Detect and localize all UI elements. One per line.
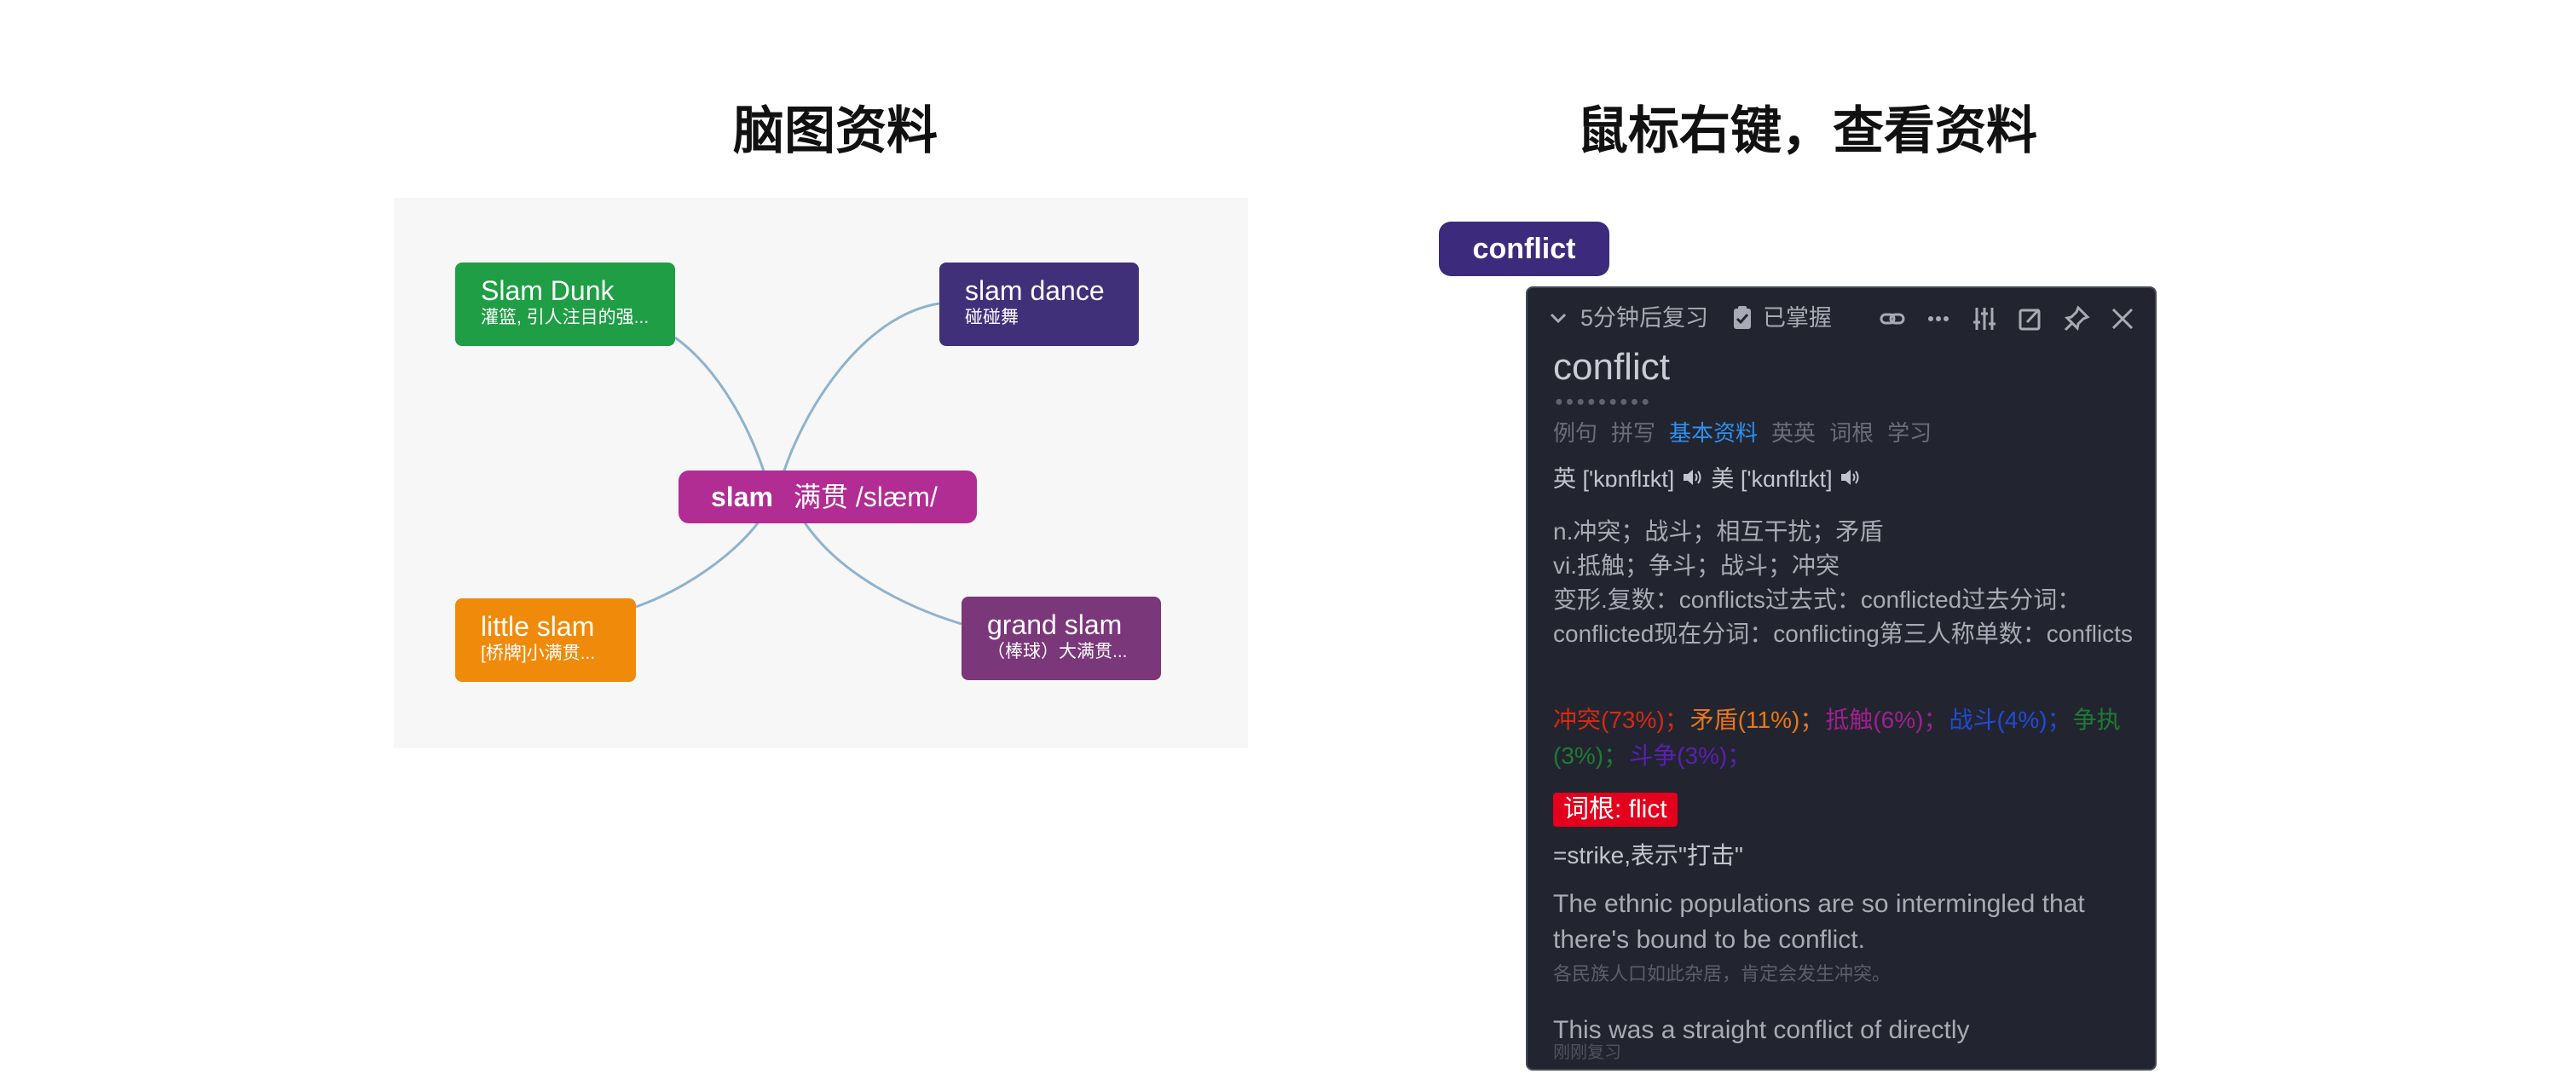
link-icon[interactable] xyxy=(1879,305,1906,332)
mastered-button[interactable]: 已掌握 xyxy=(1763,305,1832,331)
root-badge[interactable]: 词根: flict xyxy=(1553,793,1678,827)
mindmap-node-little-slam[interactable]: little slam [桥牌]小满贯... xyxy=(455,598,636,682)
node-subtitle: [桥牌]小满贯... xyxy=(481,644,596,663)
mastery-dots: ●●●●●●●●● xyxy=(1555,395,1652,409)
review-later-button[interactable]: 5分钟后复习 xyxy=(1580,305,1709,331)
tab-root[interactable]: 词根 xyxy=(1829,420,1874,446)
definitions: n.冲突；战斗；相互干扰；矛盾 vi.抵触；争斗；战斗；冲突 变形.复数：con… xyxy=(1553,515,2141,651)
freq-item: 冲突(73%)； xyxy=(1553,707,1689,733)
example-translation: 各民族人口如此杂居，肯定会发生冲突。 xyxy=(1553,963,1892,984)
phonetics-row: 英 ['kɒnflɪkt] 美 ['kɑnflɪkt] xyxy=(1553,464,1863,496)
node-title: grand slam xyxy=(987,609,1123,640)
speaker-icon[interactable] xyxy=(1839,465,1863,496)
tab-examples[interactable]: 例句 xyxy=(1553,420,1598,446)
node-subtitle: 灌篮, 引人注目的强... xyxy=(481,308,650,327)
node-title: slam dance xyxy=(965,275,1105,306)
phonetic-us: 美 ['kɑnflɪkt] xyxy=(1711,466,1833,492)
clipboard-check-icon xyxy=(1730,303,1754,339)
freq-item: 斗争(3%)； xyxy=(1629,742,1752,769)
pin-icon[interactable] xyxy=(2063,305,2090,332)
freq-item: 争执(3%)； xyxy=(1553,707,2121,769)
chevron-down-icon[interactable] xyxy=(1548,303,1568,339)
node-title: Slam Dunk xyxy=(481,275,615,306)
tab-study[interactable]: 学习 xyxy=(1887,420,1932,446)
example-sentence-2: This was a straight conflict of directly xyxy=(1553,1016,1970,1044)
tab-english-english[interactable]: 英英 xyxy=(1771,420,1816,446)
popup-toolbar: 5分钟后复习 已掌握 xyxy=(1528,288,2155,348)
example-sentence: The ethnic populations are so intermingl… xyxy=(1553,890,2085,954)
root-meaning: =strike,表示"打击" xyxy=(1553,842,1743,869)
freq-item: 战斗(4%)； xyxy=(1949,707,2071,733)
freq-item: 抵触(6%)； xyxy=(1825,707,1948,733)
definition-verb: vi.抵触；争斗；战斗；冲突 xyxy=(1553,552,1840,579)
more-icon[interactable] xyxy=(1925,305,1952,332)
link-slam-dunk xyxy=(674,336,771,488)
definition-forms: 变形.复数：conflicts过去式：conflicted过去分词：confli… xyxy=(1553,586,2133,647)
mindmap-section-title: 脑图资料 xyxy=(733,101,938,161)
center-meaning: 满贯 /slæm/ xyxy=(793,482,938,512)
freq-item: 矛盾(11%)； xyxy=(1689,707,1824,733)
link-little-slam xyxy=(635,517,764,609)
tab-spelling[interactable]: 拼写 xyxy=(1611,420,1656,446)
meaning-frequency: 冲突(73%)；矛盾(11%)；抵触(6%)；战斗(4%)；争执(3%)；斗争(… xyxy=(1553,702,2141,774)
phonetic-uk: 英 ['kɒnflɪkt] xyxy=(1553,466,1675,492)
context-menu-section-title: 鼠标右键，查看资料 xyxy=(1577,101,2037,161)
mindmap-node-slam-dunk[interactable]: Slam Dunk 灌篮, 引人注目的强... xyxy=(455,263,675,346)
sliders-icon[interactable] xyxy=(1971,305,1998,332)
mindmap-canvas: Slam Dunk 灌篮, 引人注目的强... slam dance 碰碰舞 l… xyxy=(394,198,1248,748)
mindmap-node-slam-dance[interactable]: slam dance 碰碰舞 xyxy=(939,263,1139,346)
definition-noun: n.冲突；战斗；相互干扰；矛盾 xyxy=(1553,518,1884,545)
node-subtitle: 碰碰舞 xyxy=(965,308,1019,327)
headword: conflict xyxy=(1553,346,1670,388)
tab-basic-info[interactable]: 基本资料 xyxy=(1669,420,1759,446)
center-word: slam xyxy=(711,482,773,512)
link-slam-dance xyxy=(777,302,940,488)
mindmap-links xyxy=(635,302,962,626)
edit-icon[interactable] xyxy=(2017,305,2044,332)
speaker-icon[interactable] xyxy=(1681,465,1705,496)
toolbar-icon-group xyxy=(1879,305,2136,332)
selected-word-chip[interactable]: conflict xyxy=(1439,222,1609,276)
node-subtitle: （棒球）大满贯... xyxy=(987,642,1128,661)
link-grand-slam xyxy=(801,519,962,626)
mindmap-node-grand-slam[interactable]: grand slam （棒球）大满贯... xyxy=(962,597,1161,680)
close-icon[interactable] xyxy=(2109,305,2136,332)
review-status-note: 刚刚复习 xyxy=(1553,1043,1621,1062)
dictionary-popup: 5分钟后复习 已掌握 conflict ●●●●●●●●● 例句 拼写 基本资料… xyxy=(1526,286,2157,1071)
popup-tabs: 例句 拼写 基本资料 英英 词根 学习 xyxy=(1553,418,1932,448)
mindmap-center-node[interactable]: slam 满贯 /slæm/ xyxy=(679,470,977,523)
node-title: little slam xyxy=(481,611,595,642)
